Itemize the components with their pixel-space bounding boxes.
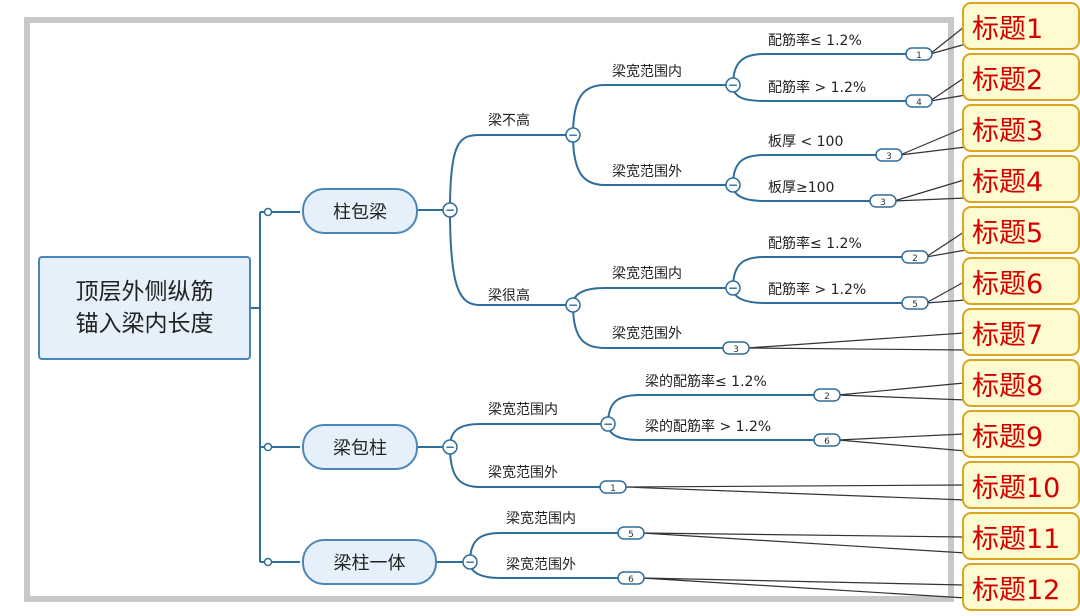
badge-1-text: 1 [916, 51, 922, 61]
collapse-button-liang-bu-gao[interactable] [565, 127, 581, 143]
leaf-label[interactable]: 配筋率 > 1.2% [768, 80, 867, 96]
collapse-symbol: − [603, 417, 613, 431]
callout-7: 标题7 [962, 308, 1080, 356]
trunk-dot-1[interactable] [263, 207, 273, 217]
badge-4 [869, 194, 897, 208]
node-liang-bao-zhu[interactable]: 梁包柱 [302, 424, 418, 470]
label-kuan-wai[interactable]: 梁宽范围外 [612, 164, 682, 180]
callout-1: 标题1 [962, 2, 1080, 50]
node-label: 梁包柱 [333, 438, 387, 459]
label-kuan-wai[interactable]: 梁宽范围外 [612, 326, 682, 342]
trunk-dot-3[interactable] [263, 557, 273, 567]
badge-10-text: 1 [610, 484, 616, 494]
badge-12-text: 6 [628, 575, 634, 585]
collapse-button-bgk-wai[interactable] [725, 177, 741, 193]
badge-7-text: 3 [733, 345, 739, 355]
collapse-button-hgk-nei[interactable] [725, 280, 741, 296]
collapse-button-lbz-nei[interactable] [600, 416, 616, 432]
collapse-symbol: − [445, 203, 455, 217]
badge-8-text: 2 [824, 392, 830, 402]
badge-5-text: 2 [912, 254, 918, 264]
label-kuan-nei[interactable]: 梁宽范围内 [612, 64, 682, 80]
collapse-button-liang-bao-zhu[interactable] [442, 439, 458, 455]
root-line-2: 锚入梁内长度 [75, 311, 214, 337]
collapse-button-liang-hen-gao[interactable] [565, 297, 581, 313]
label-kuan-wai[interactable]: 梁宽范围外 [506, 557, 576, 573]
badge-6 [901, 296, 929, 310]
collapse-button-liang-zhu-yi-ti[interactable] [462, 554, 478, 570]
collapse-symbol: − [728, 281, 738, 295]
leaf-label[interactable]: 板厚≥100 [768, 180, 835, 196]
callout-10: 标题10 [962, 461, 1080, 509]
badge-2 [905, 94, 933, 108]
callout-12: 标题12 [962, 563, 1080, 611]
badge-3-text: 3 [886, 152, 892, 162]
callout-9: 标题9 [962, 410, 1080, 458]
callout-2: 标题2 [962, 53, 1080, 101]
trunk-dot-2[interactable] [263, 442, 273, 452]
badge-11 [617, 526, 645, 540]
node-liang-zhu-yi-ti[interactable]: 梁柱一体 [302, 539, 437, 585]
collapse-symbol: − [728, 178, 738, 192]
badge-12 [617, 571, 645, 585]
collapse-symbol: − [465, 555, 475, 569]
collapse-symbol: − [445, 440, 455, 454]
collapse-symbol: − [568, 128, 578, 142]
label-liang-hen-gao[interactable]: 梁很高 [488, 288, 530, 304]
badge-11-text: 5 [628, 530, 634, 540]
callout-4: 标题4 [962, 155, 1080, 203]
leaf-label[interactable]: 配筋率 > 1.2% [768, 282, 867, 298]
badge-10 [599, 480, 627, 494]
badges [599, 47, 933, 585]
root-node[interactable]: 顶层外侧纵筋 锚入梁内长度 [38, 256, 251, 360]
badge-9-text: 6 [824, 437, 830, 447]
callout-3: 标题3 [962, 104, 1080, 152]
leaf-label[interactable]: 梁的配筋率≤ 1.2% [645, 374, 767, 390]
badge-4-text: 3 [880, 198, 886, 208]
label-liang-bu-gao[interactable]: 梁不高 [488, 113, 530, 129]
callout-11: 标题11 [962, 512, 1080, 560]
badge-3 [875, 148, 903, 162]
badge-7 [722, 341, 750, 355]
node-zhu-bao-liang[interactable]: 柱包梁 [302, 188, 418, 234]
collapse-button-bgk-nei[interactable] [725, 77, 741, 93]
badge-9 [813, 433, 841, 447]
node-label: 梁柱一体 [333, 553, 406, 574]
callout-8: 标题8 [962, 359, 1080, 407]
leaf-label[interactable]: 板厚 < 100 [768, 134, 844, 150]
leaf-label[interactable]: 梁的配筋率 > 1.2% [645, 419, 772, 435]
leaf-label[interactable]: 配筋率≤ 1.2% [768, 33, 862, 49]
label-kuan-nei[interactable]: 梁宽范围内 [506, 511, 576, 527]
badge-5 [901, 250, 929, 264]
label-kuan-wai[interactable]: 梁宽范围外 [488, 465, 558, 481]
node-label: 柱包梁 [333, 202, 387, 223]
label-kuan-nei[interactable]: 梁宽范围内 [488, 402, 558, 418]
badge-1 [905, 47, 933, 61]
callout-5: 标题5 [962, 206, 1080, 254]
collapse-button-zhu-bao-liang[interactable] [442, 202, 458, 218]
callout-6: 标题6 [962, 257, 1080, 305]
collapse-symbol: − [568, 298, 578, 312]
leaf-label[interactable]: 配筋率≤ 1.2% [768, 236, 862, 252]
badge-6-text: 5 [912, 300, 918, 310]
root-line-1: 顶层外侧纵筋 [75, 279, 214, 305]
label-kuan-nei[interactable]: 梁宽范围内 [612, 266, 682, 282]
badge-8 [813, 388, 841, 402]
collapse-symbol: − [728, 78, 738, 92]
badge-2-text: 4 [916, 98, 922, 108]
